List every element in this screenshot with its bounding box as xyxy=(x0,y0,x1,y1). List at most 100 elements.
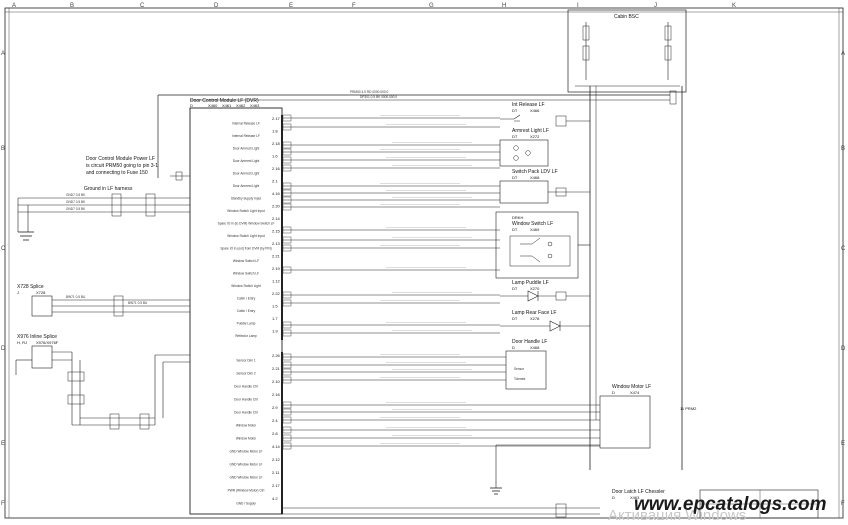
grid-column-label: H xyxy=(502,3,506,9)
ecu-pin-number: 2.21 xyxy=(272,366,281,371)
ecu-pin-label: Door Armrest Light xyxy=(233,147,260,151)
ecu-pin-number: 1.8 xyxy=(272,129,278,134)
grid-row-label: D xyxy=(1,346,6,352)
ecu-pin-number: 4.2 xyxy=(272,496,278,501)
ecu-pin-number: 2.20 xyxy=(272,204,281,209)
ecu-pin-number: 2.9 xyxy=(272,405,278,410)
grid-row-label: E xyxy=(1,441,5,447)
ecu-pin-label: Internal Release LF xyxy=(232,134,260,138)
grid-column-label: K xyxy=(732,3,736,9)
ecu-pin-label: Cabin / Entry xyxy=(237,297,256,301)
ecu-connector-1: X460 xyxy=(208,103,218,108)
ecu-pin-label: Window Switch Light Input xyxy=(227,209,264,213)
grid-row-label-right: E xyxy=(841,441,845,447)
grid-row-label-right: A xyxy=(841,51,845,57)
ecu-pin-label: Door Armrest Light xyxy=(233,172,260,176)
ecu-code: D xyxy=(190,103,193,108)
ecu-pin-label: Door Armrest Light xyxy=(233,184,260,188)
ecu-pin-label: GND Window Motor LF xyxy=(230,476,263,480)
ecu-pin-number: 2.16 xyxy=(272,392,281,397)
ecu-pin-label: Window Switch Light xyxy=(231,284,261,288)
ecu-pin-number: 2.15 xyxy=(272,229,281,234)
ecu-pin-label: Internal Release LF xyxy=(232,122,260,126)
svg-text:DP301 0.5 BK 0000.000.0: DP301 0.5 BK 0000.000.0 xyxy=(360,95,397,99)
ecu-pin-number: 2.17 xyxy=(272,116,281,121)
svg-text:X272: X272 xyxy=(530,134,540,139)
ecu-pin-label: Spare IO in (out) from DVM (by PIN) xyxy=(220,247,271,251)
ecu-pin-label: Door Armrest Light xyxy=(233,159,260,163)
ecu-pin-number: 2.18 xyxy=(272,141,281,146)
ecu-pin-number: 2.12 xyxy=(272,457,281,462)
ecu-pin-number: 2.8 xyxy=(272,431,278,436)
svg-text:X468: X468 xyxy=(530,175,540,180)
grid-column-label: D xyxy=(214,3,219,9)
ecu-pin-label: GND Window Motor LF xyxy=(230,450,263,454)
ecu-pin-label: Door Handle Ctrl xyxy=(234,398,258,402)
ecu-pin-label: Puddle Lamp xyxy=(237,322,256,326)
grid-row-label: B xyxy=(1,146,5,152)
ecu-pin-label: Door Handle Ctrl xyxy=(234,385,258,389)
svg-text:DT: DT xyxy=(512,316,518,321)
ecu-pin-label: Window Switch LF xyxy=(233,272,259,276)
ground-harness-label: Ground in LF harness xyxy=(84,186,133,192)
ecu-pin-label: Standby Supply Input xyxy=(231,197,261,201)
grid-row-label: C xyxy=(1,246,6,252)
ecu-pin-number: 2.26 xyxy=(272,353,281,358)
ecu-pin-label: GND / Supply xyxy=(236,502,256,506)
ecu-pin-number: 2.14 xyxy=(272,216,281,221)
svg-text:D: D xyxy=(512,345,515,350)
side-label: 11 PRM2 xyxy=(680,406,697,411)
svg-text:DRKH: DRKH xyxy=(512,215,523,220)
svg-text:DT: DT xyxy=(512,286,518,291)
svg-text:GND7 0.5 BK: GND7 0.5 BK xyxy=(66,207,86,211)
ecu-pin-label: Window Motor xyxy=(236,424,257,428)
splice-x976-ref: X976/X976F xyxy=(36,340,59,345)
ecu-pin-number: 2.4 xyxy=(272,418,278,423)
ecu-connector-4: X463 xyxy=(250,103,260,108)
svg-text:X466: X466 xyxy=(530,108,540,113)
ecu-pin-number: 1.7 xyxy=(272,316,278,321)
grid-row-label-right: D xyxy=(841,346,846,352)
svg-text:BW71 0.5 BU: BW71 0.5 BU xyxy=(66,295,86,299)
ecu-pin-number: 2.1 xyxy=(272,179,278,184)
ecu-pin-number: 2.10 xyxy=(272,379,281,384)
grid-column-label: J xyxy=(654,3,657,9)
ecu-pin-number: 2.11 xyxy=(272,470,280,475)
grid-row-label: F xyxy=(1,501,5,507)
ecu-connector-3: X462 xyxy=(236,103,246,108)
power-note-line-1: Door Control Module Power LF xyxy=(86,156,155,162)
grid-row-label-right: F xyxy=(841,501,845,507)
svg-text:PRM50 4.5 RD 0000.000.0: PRM50 4.5 RD 0000.000.0 xyxy=(350,90,389,94)
grid-row-label: A xyxy=(1,51,5,57)
ecu-pin-label: GND Window Motor LF xyxy=(230,463,263,467)
svg-text:GND7 0.5 BK: GND7 0.5 BK xyxy=(66,200,86,204)
grid-column-label: C xyxy=(140,3,145,9)
grid-column-label: F xyxy=(352,3,356,9)
ecu-pin-number: 4.14 xyxy=(272,444,281,449)
ecu-pin-label: Window Switch LF xyxy=(233,259,259,263)
ecu-connector-2: X461 xyxy=(222,103,232,108)
ecu-pin-label: Window Motor xyxy=(236,437,257,441)
svg-text:DT: DT xyxy=(512,175,518,180)
ecu-pin-number: 2.17 xyxy=(272,483,281,488)
watermark-activation: Активация Windows xyxy=(608,507,746,520)
ecu-pin-number: 2.21 xyxy=(272,254,281,259)
ecu-pin-label: Spare IO in (to DVM) Window Switch LF xyxy=(218,222,275,226)
grid-column-label: G xyxy=(429,3,434,9)
ecu-pin-label: Door Handle Ctrl xyxy=(234,411,258,415)
svg-text:DT: DT xyxy=(512,108,518,113)
splice-x976-code: H, RJ xyxy=(17,340,27,345)
svg-text:Sensor: Sensor xyxy=(514,367,525,371)
grid-row-label-right: C xyxy=(841,246,846,252)
splice-x728-code: J xyxy=(17,290,19,295)
ecu-pin-number: 1.12 xyxy=(272,279,281,284)
svg-text:Tolerate: Tolerate xyxy=(514,377,526,381)
grid-column-label: A xyxy=(12,3,16,9)
svg-text:X270: X270 xyxy=(530,286,540,291)
ecu-pin-label: Cabin / Entry xyxy=(237,309,256,313)
splice-x728-ref: X728 xyxy=(36,290,46,295)
svg-text:X474: X474 xyxy=(630,390,640,395)
svg-text:X278: X278 xyxy=(530,316,540,321)
svg-text:D: D xyxy=(612,495,615,500)
